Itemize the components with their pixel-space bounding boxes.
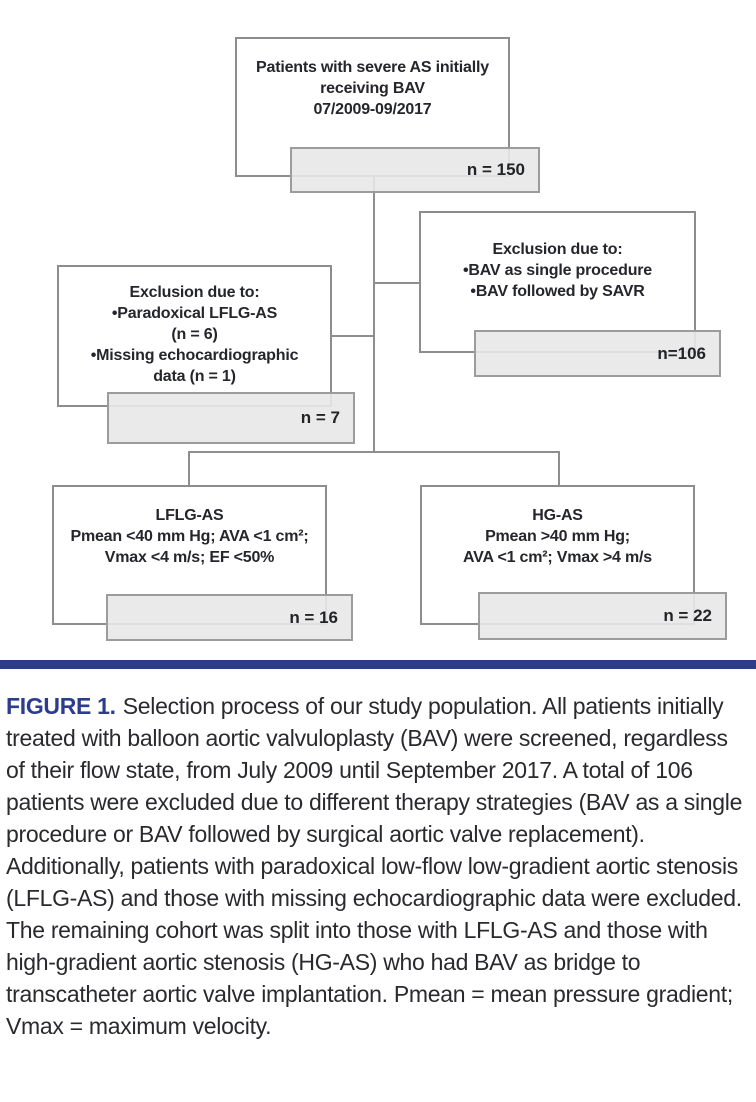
connector-drop-lflg: [188, 451, 190, 485]
hg-as-count-box: n = 22: [478, 592, 727, 640]
exclusion-right-count-box: n=106: [474, 330, 721, 377]
screening-count-box: n = 150: [290, 147, 540, 193]
screening-count-label: n = 150: [466, 160, 525, 179]
exclusion-left-text: Exclusion due to:•Paradoxical LFLG-AS(n …: [90, 284, 299, 385]
connector-drop-hg: [558, 451, 560, 485]
connector-branch-horizontal: [188, 451, 560, 453]
figure-caption: FIGURE 1.Selection process of our study …: [6, 690, 748, 1042]
connector-to-right-exclusion: [374, 282, 420, 284]
connector-to-left-exclusion: [332, 335, 374, 337]
caption-divider-rule: [0, 660, 756, 669]
exclusion-left-box: Exclusion due to:•Paradoxical LFLG-AS(n …: [57, 265, 332, 407]
exclusion-left-count-label: n = 7: [300, 408, 340, 427]
connector-main-vertical: [373, 177, 375, 452]
hg-as-count-label: n = 22: [663, 606, 712, 625]
lflg-as-count-box: n = 16: [106, 594, 353, 641]
exclusion-left-count-box: n = 7: [107, 392, 355, 444]
exclusion-right-count-label: n=106: [657, 343, 706, 363]
exclusion-right-text: Exclusion due to:•BAV as single procedur…: [462, 241, 652, 300]
exclusion-right-box: Exclusion due to:•BAV as single procedur…: [419, 211, 696, 353]
figure-caption-label: FIGURE 1.: [6, 693, 116, 719]
lflg-as-count-label: n = 16: [289, 607, 338, 627]
figure-caption-text: Selection process of our study populatio…: [6, 693, 743, 1039]
